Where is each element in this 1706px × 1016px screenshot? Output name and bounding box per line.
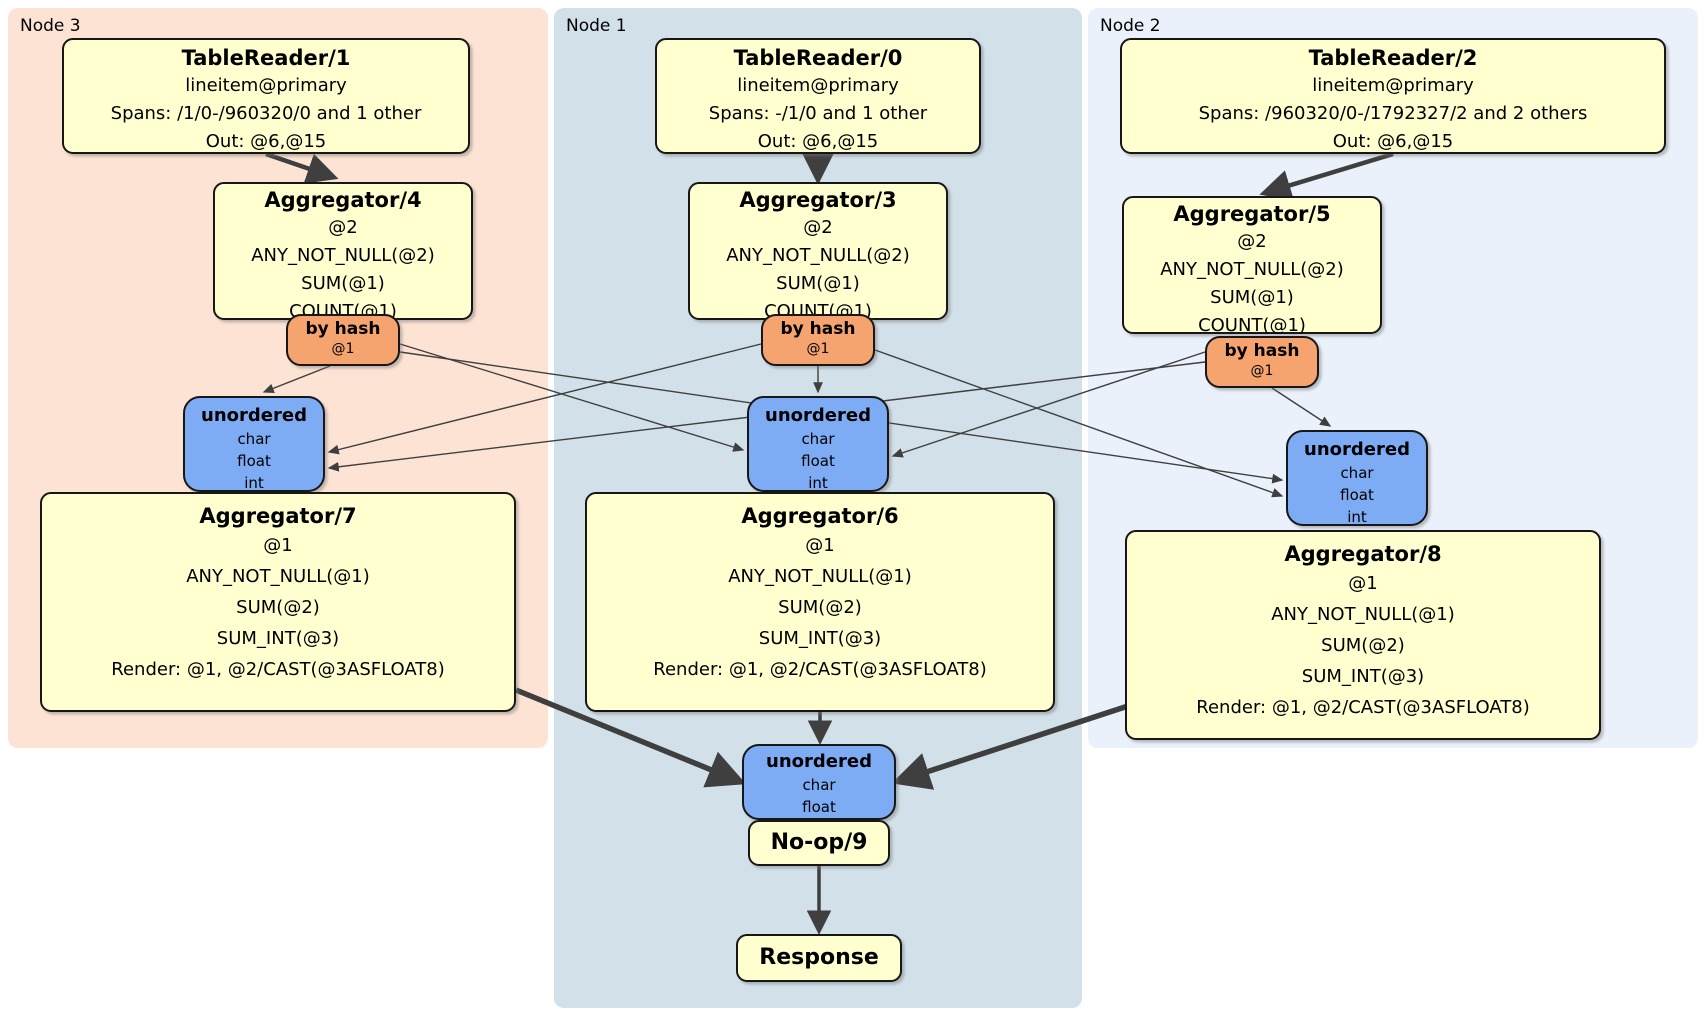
processor-tablereader-1: TableReader/1 lineitem@primary Spans: /1…	[62, 38, 470, 154]
processor-detail: lineitem@primary	[737, 75, 899, 96]
processor-detail: @1	[263, 535, 293, 556]
processor-aggregator-4: Aggregator/4 @2 ANY_NOT_NULL(@2) SUM(@1)…	[213, 182, 473, 322]
router-key: @1	[806, 341, 830, 357]
processor-detail: Render: @1, @2/CAST(@3ASFLOAT8)	[653, 659, 987, 680]
edge-bh1-un2	[874, 349, 1284, 498]
processor-title: Aggregator/4	[264, 188, 422, 212]
processor-aggregator-6: Aggregator/6 @1 ANY_NOT_NULL(@1) SUM(@2)…	[585, 492, 1055, 712]
edge-agg7-unf	[514, 687, 747, 788]
sync-unordered-node3: unordered char float int	[183, 396, 325, 492]
processor-tablereader-0: TableReader/0 lineitem@primary Spans: -/…	[655, 38, 981, 154]
router-title: by hash	[780, 319, 856, 339]
processor-noop-9: No-op/9	[748, 820, 890, 866]
edge-bh3-un3	[262, 365, 331, 393]
router-by-hash-node1: by hash @1	[761, 314, 875, 366]
processor-detail: Out: @6,@15	[1332, 131, 1454, 152]
sync-title: unordered	[1304, 439, 1410, 460]
processor-title: TableReader/0	[733, 46, 903, 70]
router-by-hash-node2: by hash @1	[1205, 336, 1319, 388]
processor-response: Response	[736, 934, 902, 982]
processor-detail: Render: @1, @2/CAST(@3ASFLOAT8)	[111, 659, 445, 680]
sync-column: char	[1340, 464, 1374, 482]
sync-column: float	[801, 452, 835, 470]
processor-tablereader-2: TableReader/2 lineitem@primary Spans: /9…	[1120, 38, 1666, 154]
processor-aggregator-5: Aggregator/5 @2 ANY_NOT_NULL(@2) SUM(@1)…	[1122, 196, 1382, 336]
edge-tr2-agg5	[1259, 151, 1394, 201]
processor-detail: Render: @1, @2/CAST(@3ASFLOAT8)	[1196, 697, 1530, 718]
sync-unordered-node2: unordered char float int	[1286, 430, 1428, 526]
processor-detail: Spans: -/1/0 and 1 other	[708, 103, 928, 124]
processor-detail: SUM_INT(@3)	[1301, 666, 1425, 687]
processor-detail: ANY_NOT_NULL(@2)	[251, 245, 435, 266]
sync-column: float	[1340, 486, 1374, 504]
processor-detail: ANY_NOT_NULL(@1)	[1271, 604, 1455, 625]
processor-title: Aggregator/3	[739, 188, 897, 212]
processor-title: TableReader/1	[181, 46, 351, 70]
processor-aggregator-3: Aggregator/3 @2 ANY_NOT_NULL(@2) SUM(@1)…	[688, 182, 948, 322]
processor-detail: ANY_NOT_NULL(@2)	[726, 245, 910, 266]
processor-detail: Spans: /960320/0-/1792327/2 and 2 others	[1198, 103, 1588, 124]
processor-detail: lineitem@primary	[1312, 75, 1474, 96]
region-label-node-2: Node 2	[1100, 16, 1161, 36]
sync-title: unordered	[766, 751, 872, 772]
processor-detail: @2	[1237, 231, 1267, 252]
processor-title: Aggregator/6	[741, 504, 899, 528]
sync-column: char	[237, 430, 271, 448]
region-label-node-1: Node 1	[566, 16, 627, 36]
router-title: by hash	[305, 319, 381, 339]
processor-detail: @1	[1348, 573, 1378, 594]
processor-detail: Out: @6,@15	[205, 131, 327, 152]
processor-detail: lineitem@primary	[185, 75, 347, 96]
sync-column: char	[801, 430, 835, 448]
sync-column: float	[802, 798, 836, 816]
processor-detail: SUM(@2)	[236, 597, 320, 618]
sync-column: float	[237, 452, 271, 470]
processor-detail: SUM(@2)	[1321, 635, 1405, 656]
processor-title: TableReader/2	[1308, 46, 1478, 70]
processor-detail: SUM(@1)	[301, 273, 385, 294]
processor-detail: SUM(@1)	[776, 273, 860, 294]
processor-title: Aggregator/8	[1284, 542, 1442, 566]
sync-unordered-final: unordered char float	[742, 744, 896, 820]
sync-unordered-node1: unordered char float int	[747, 396, 889, 492]
processor-detail: Out: @6,@15	[757, 131, 879, 152]
processor-aggregator-8: Aggregator/8 @1 ANY_NOT_NULL(@1) SUM(@2)…	[1125, 530, 1601, 740]
processor-title: No-op/9	[770, 830, 868, 855]
processor-title: Aggregator/7	[199, 504, 357, 528]
sync-column: int	[808, 474, 828, 492]
edge-bh3-un1	[399, 343, 745, 452]
processor-title: Response	[759, 945, 879, 970]
router-key: @1	[1250, 363, 1274, 379]
processor-detail: SUM(@1)	[1210, 287, 1294, 308]
processor-detail: @2	[328, 217, 358, 238]
processor-aggregator-7: Aggregator/7 @1 ANY_NOT_NULL(@1) SUM(@2)…	[40, 492, 516, 712]
processor-title: Aggregator/5	[1173, 202, 1331, 226]
processor-detail: @1	[805, 535, 835, 556]
processor-detail: SUM_INT(@3)	[758, 628, 882, 649]
edge-bh2-un1	[891, 351, 1206, 458]
sync-title: unordered	[765, 405, 871, 426]
edge-bh2-un2	[1271, 387, 1332, 427]
processor-detail: SUM(@2)	[778, 597, 862, 618]
processor-detail: COUNT(@1)	[1198, 315, 1306, 336]
sync-column: int	[244, 474, 264, 492]
edge-agg8-unf	[891, 703, 1129, 790]
processor-detail: ANY_NOT_NULL(@1)	[186, 566, 370, 587]
edge-tr1-agg4	[265, 151, 339, 184]
sync-column: int	[1347, 508, 1367, 526]
edge-bh1-un3	[327, 343, 762, 455]
sync-column: char	[802, 776, 836, 794]
router-key: @1	[331, 341, 355, 357]
processor-detail: Spans: /1/0-/960320/0 and 1 other	[110, 103, 422, 124]
processor-detail: ANY_NOT_NULL(@2)	[1160, 259, 1344, 280]
router-title: by hash	[1224, 341, 1300, 361]
router-by-hash-node3: by hash @1	[286, 314, 400, 366]
processor-detail: @2	[803, 217, 833, 238]
region-label-node-3: Node 3	[20, 16, 81, 36]
sync-title: unordered	[201, 405, 307, 426]
processor-detail: SUM_INT(@3)	[216, 628, 340, 649]
processor-detail: ANY_NOT_NULL(@1)	[728, 566, 912, 587]
